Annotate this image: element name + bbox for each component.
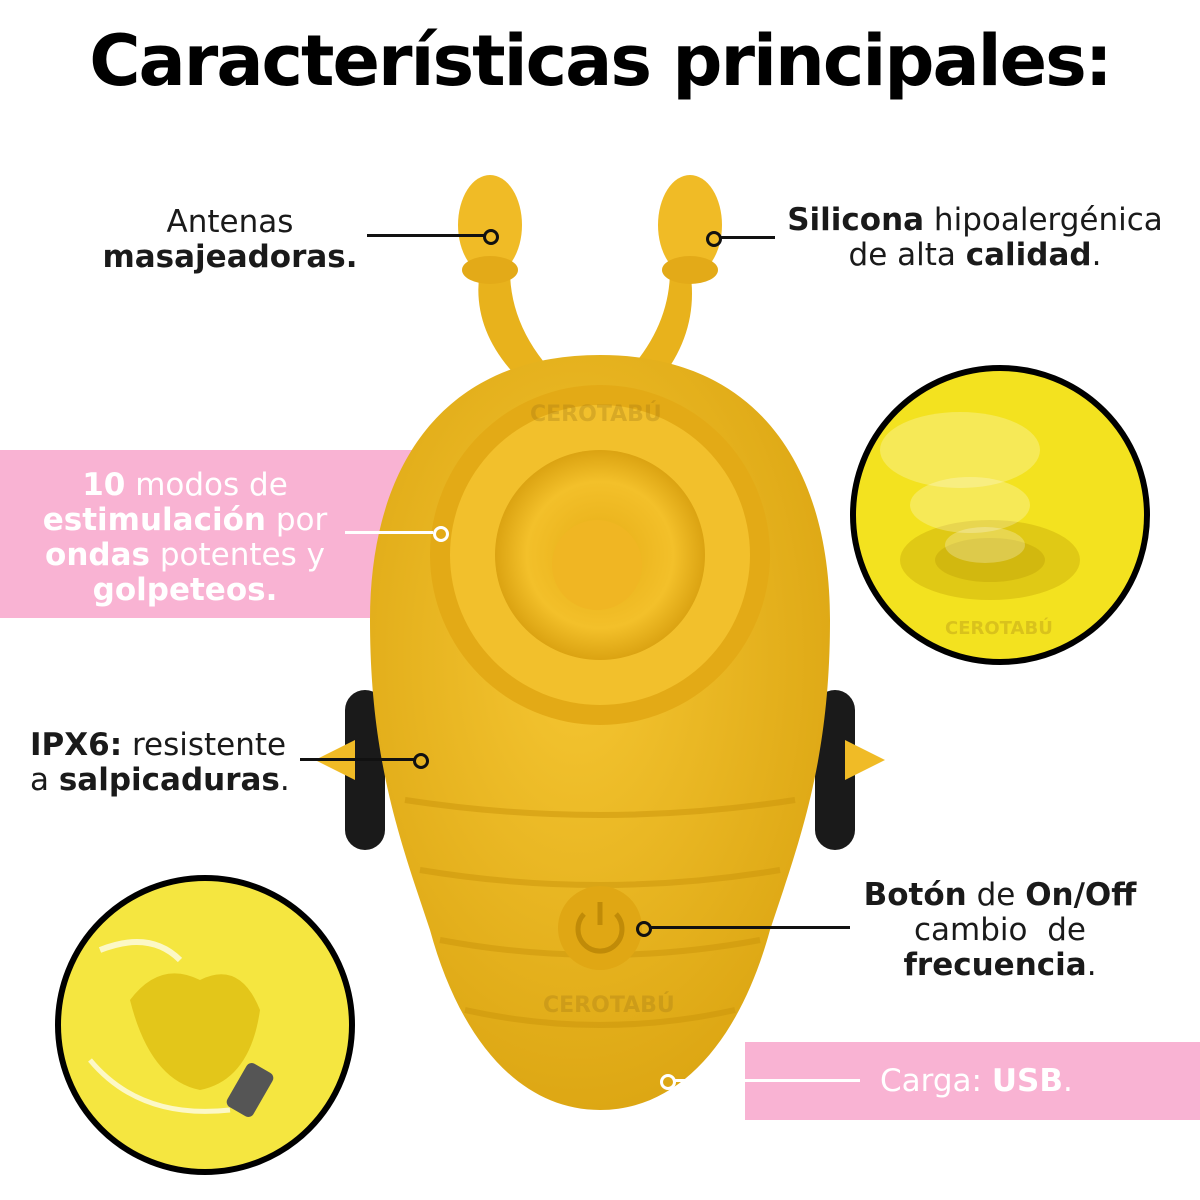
antenas-line2: masajeadoras. xyxy=(102,239,358,275)
watermark-bottom: CEROTABÚ xyxy=(543,993,675,1018)
ipx6-rest1: resistente xyxy=(122,727,287,763)
pink-banner-left xyxy=(0,450,445,618)
modos-bold2: estimulación xyxy=(42,502,266,538)
boton-bold1: Botón xyxy=(863,877,967,913)
watermark-top: CEROTABÚ xyxy=(530,402,662,427)
modos-rest3: potentes y xyxy=(149,537,325,573)
boton-end3: . xyxy=(1086,947,1097,983)
modos-bold3: ondas xyxy=(45,537,150,573)
silicona-bold2: calidad xyxy=(965,237,1092,273)
antenas-line1: Antenas xyxy=(166,204,294,240)
connector-dot-carga xyxy=(660,1074,676,1090)
connector-antenas xyxy=(367,234,485,237)
label-ipx6: IPX6: resistente a salpicaduras. xyxy=(30,728,300,798)
modos-rest2: por xyxy=(265,502,328,538)
ipx6-bold2: salpicaduras xyxy=(58,762,280,798)
modos-bold4: golpeteos. xyxy=(92,572,278,608)
label-carga: Carga: USB. xyxy=(880,1064,1140,1099)
label-boton: Botón de On/Off cambio de frecuencia. xyxy=(850,878,1150,983)
connector-dot-silicona xyxy=(706,231,722,247)
label-modos: 10 modos de estimulación por ondas poten… xyxy=(30,468,340,608)
carga-bold: USB xyxy=(991,1063,1063,1099)
connector-dot-ipx6 xyxy=(413,753,429,769)
silicona-pre2: de alta xyxy=(848,237,966,273)
connector-carga xyxy=(674,1079,860,1082)
label-silicona: Silicona hipoalergénica de alta calidad. xyxy=(780,203,1170,273)
boton-bold2: On/Off xyxy=(1025,877,1137,913)
carga-pre: Carga: xyxy=(880,1063,992,1099)
connector-silicona xyxy=(720,236,775,239)
silicona-end2: . xyxy=(1091,237,1102,273)
silicona-bold1: Silicona xyxy=(787,202,925,238)
connector-modos xyxy=(345,531,433,534)
connector-dot-modos xyxy=(433,526,449,542)
carga-end: . xyxy=(1062,1063,1073,1099)
connector-dot-boton xyxy=(636,921,652,937)
connector-boton xyxy=(650,926,850,929)
page-title: Características principales: xyxy=(89,20,1113,102)
ipx6-bold1: IPX6: xyxy=(30,727,123,763)
modos-rest1: modos de xyxy=(125,467,288,503)
silicona-rest1: hipoalergénica xyxy=(924,202,1163,238)
boton-line2: cambio de xyxy=(914,912,1086,948)
label-antenas: Antenas masajeadoras. xyxy=(100,205,360,275)
boton-mid1: de xyxy=(966,877,1026,913)
connector-ipx6 xyxy=(300,758,414,761)
boton-bold3: frecuencia xyxy=(903,947,1087,983)
ipx6-pre2: a xyxy=(30,762,59,798)
connector-dot-antenas xyxy=(483,229,499,245)
ipx6-end2: . xyxy=(279,762,290,798)
modos-bold1: 10 xyxy=(82,467,126,503)
watermark-right-inset: CEROTABÚ xyxy=(945,618,1053,639)
